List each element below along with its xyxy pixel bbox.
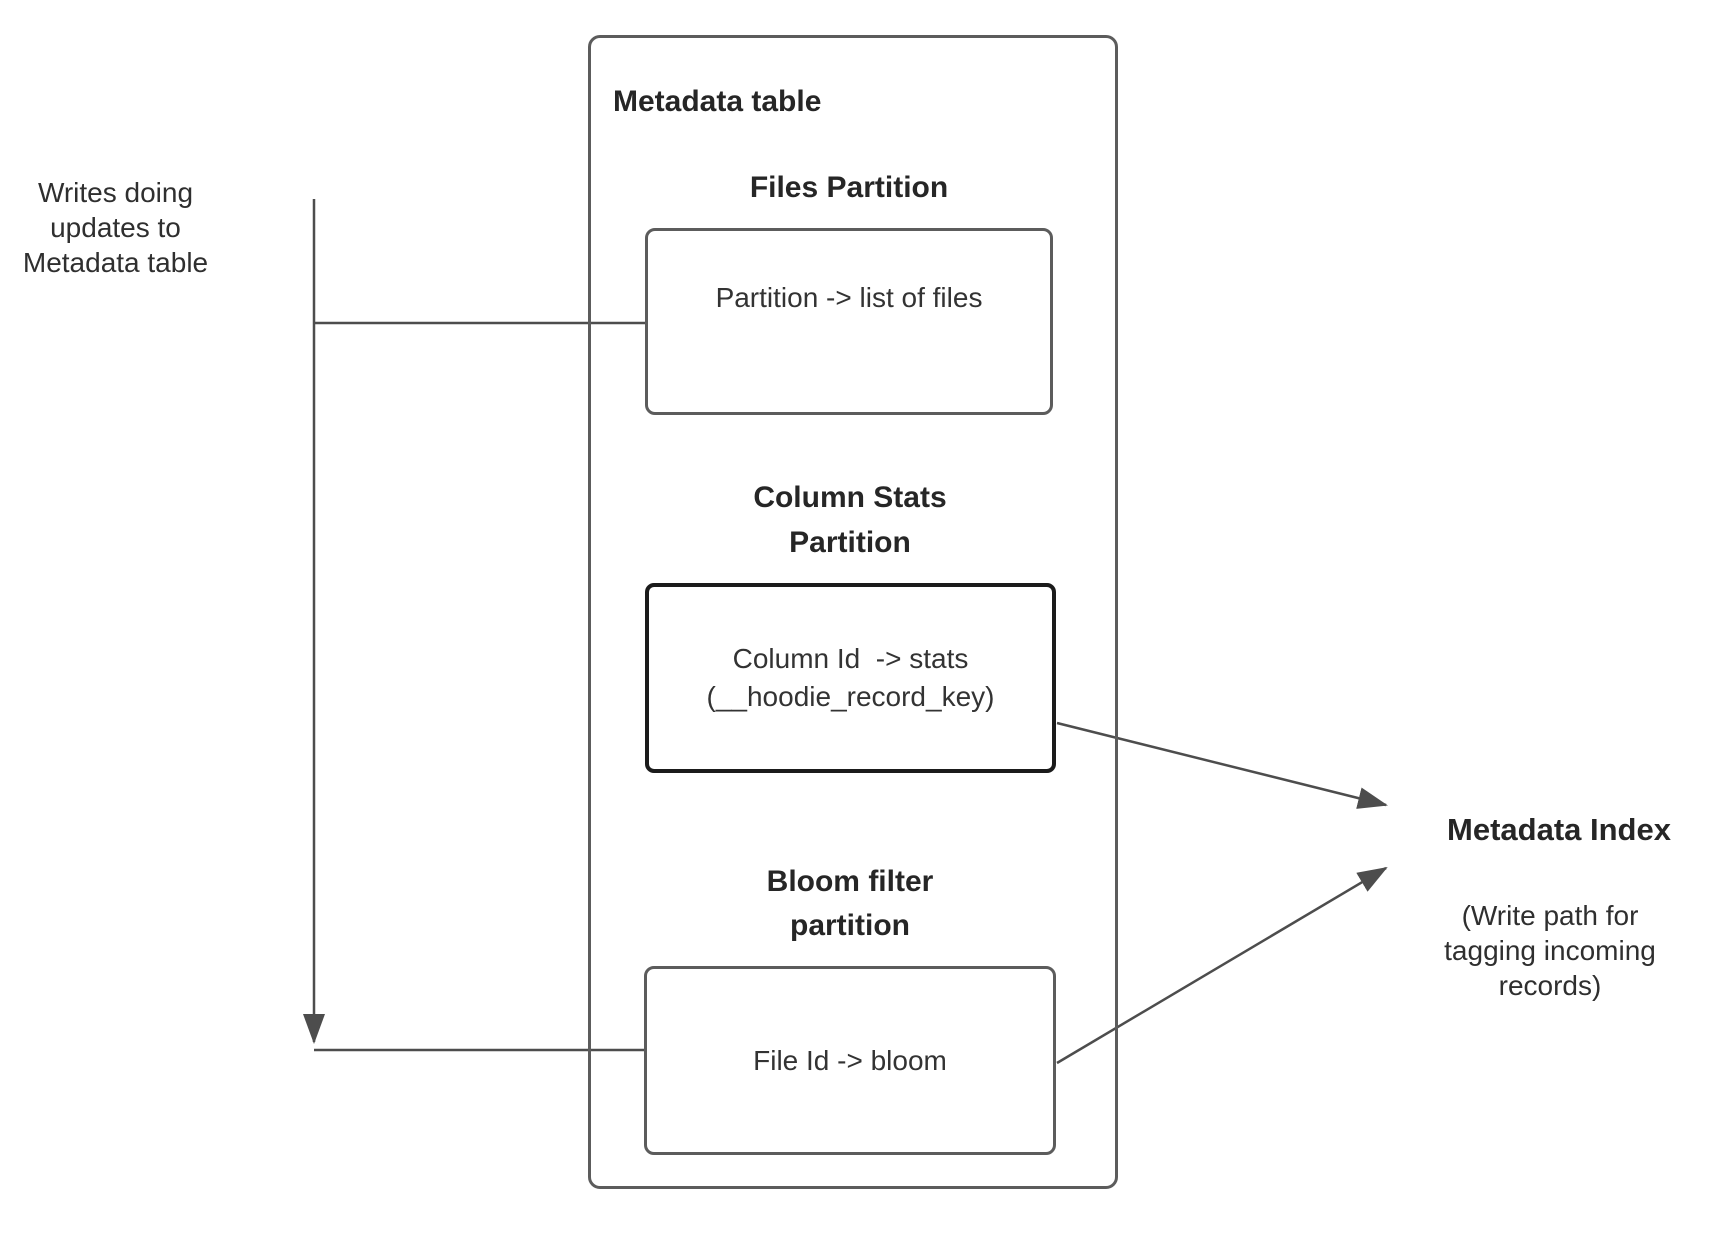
- metadata-table-box: [588, 35, 1118, 1189]
- metadata-index-subtitle-line: records): [1498, 970, 1602, 1001]
- files-partition-mapping: Partition -> list of files: [715, 281, 983, 313]
- bloom-filter-heading-line: partition: [790, 909, 910, 942]
- writes-note-line: Metadata table: [22, 247, 209, 278]
- column-stats-heading: Column Stats Partition: [645, 475, 1055, 565]
- metadata-index-title: Metadata Index: [1447, 812, 1671, 847]
- files-partition-box: Partition -> list of files: [645, 228, 1053, 415]
- bloom-filter-heading: Bloom filter partition: [645, 860, 1055, 948]
- writes-note-line: updates to: [50, 212, 181, 243]
- column-stats-mapping-line: Column Id -> stats: [732, 643, 969, 674]
- bloom-filter-box: File Id -> bloom: [644, 966, 1056, 1155]
- metadata-index-subtitle-line: tagging incoming: [1444, 935, 1656, 966]
- column-stats-mapping-line: (__hoodie_record_key): [706, 681, 995, 712]
- bloom-filter-heading-line: Bloom filter: [766, 865, 934, 898]
- writes-note: Writes doing updates to Metadata table: [8, 175, 223, 280]
- files-partition-heading: Files Partition: [749, 171, 949, 204]
- metadata-table-title: Metadata table: [613, 85, 822, 118]
- column-stats-heading-line: Partition: [789, 526, 911, 559]
- metadata-index-subtitle-line: (Write path for: [1461, 900, 1639, 931]
- column-stats-heading-line: Column Stats: [753, 481, 947, 514]
- metadata-index-subtitle: (Write path for tagging incoming records…: [1402, 898, 1698, 1003]
- bloom-filter-mapping: File Id -> bloom: [753, 1044, 947, 1076]
- writes-note-line: Writes doing: [37, 177, 194, 208]
- column-stats-box: Column Id -> stats (__hoodie_record_key): [645, 583, 1056, 773]
